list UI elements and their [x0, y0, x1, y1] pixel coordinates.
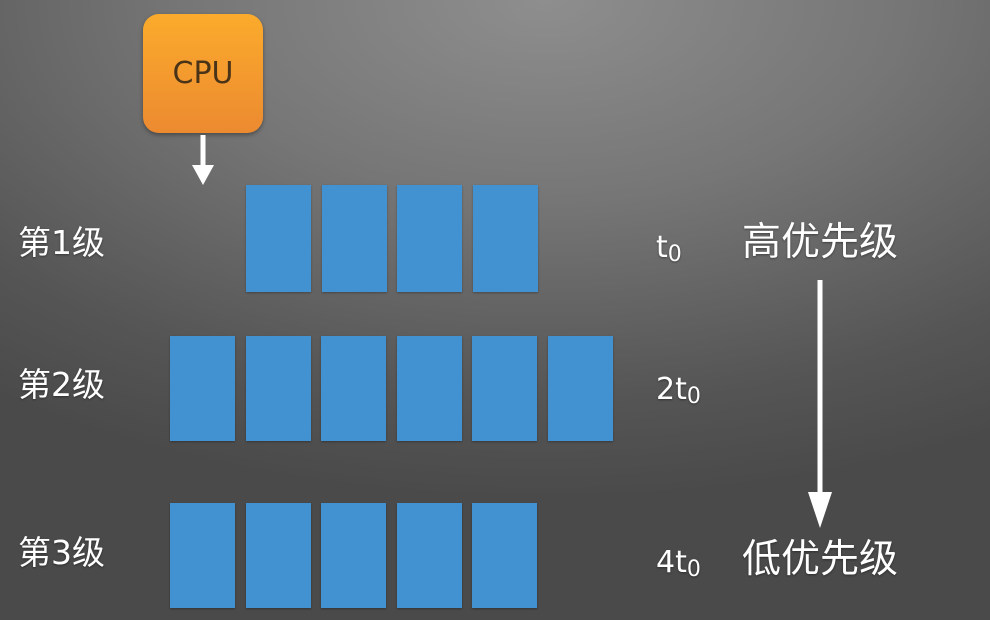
priority-down-arrow-icon: [808, 280, 832, 528]
cpu-box: CPU: [143, 14, 263, 133]
low-priority-label: 低优先级: [742, 537, 899, 582]
queue-item: [472, 503, 538, 608]
queue-item: [245, 503, 311, 608]
cpu-label: CPU: [172, 56, 234, 91]
cpu-down-arrow-icon: [192, 135, 214, 185]
queue-item: [245, 336, 311, 441]
level-3-time-slice: 4t0: [656, 545, 701, 582]
queue-item: [170, 503, 235, 608]
queue-item: [321, 336, 387, 441]
queue-item: [170, 336, 235, 441]
queue-item: [396, 336, 462, 441]
queue-item: [321, 503, 387, 608]
queue-item: [246, 185, 311, 292]
level-2-label: 第2级: [18, 365, 105, 404]
queue-item: [548, 336, 613, 441]
queue-item: [321, 185, 387, 292]
level-1-time-slice: t0: [656, 230, 682, 267]
queue-item: [396, 503, 462, 608]
level-1-label: 第1级: [18, 223, 105, 262]
queue-item: [472, 336, 538, 441]
high-priority-label: 高优先级: [742, 220, 899, 265]
queue-item: [472, 185, 538, 292]
queue-item: [397, 185, 463, 292]
level-2-time-slice: 2t0: [656, 372, 701, 409]
level-3-label: 第3级: [18, 533, 105, 572]
